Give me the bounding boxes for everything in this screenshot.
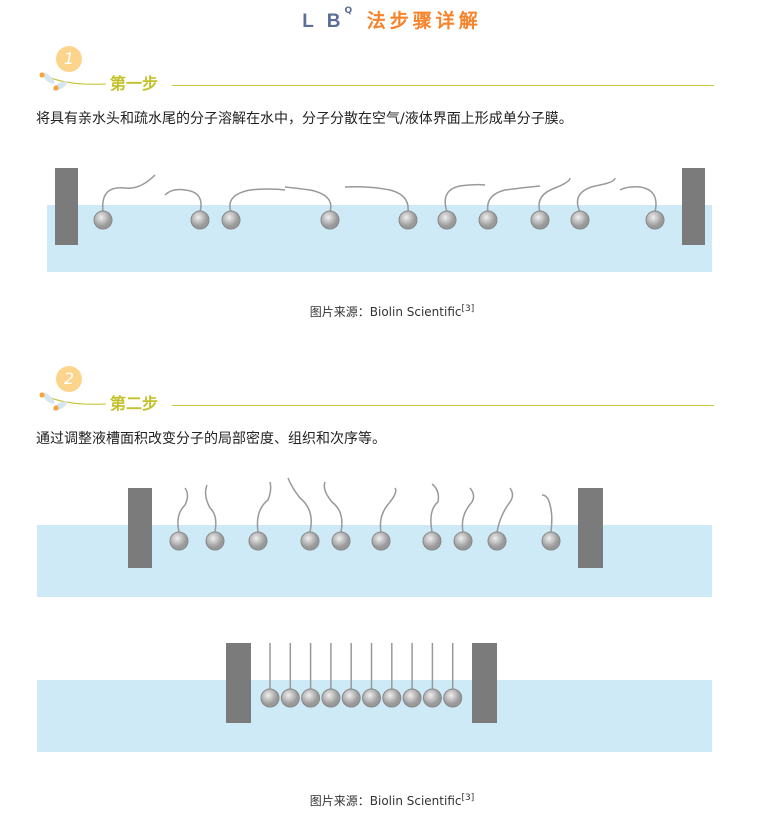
hydrophobic-tail	[538, 177, 571, 213]
hydrophobic-tail	[496, 487, 514, 533]
title-text: 法步骤详解	[366, 10, 482, 32]
hydrophilic-head	[248, 531, 268, 551]
hydrophobic-tail	[287, 477, 312, 533]
hydrophilic-head	[382, 688, 402, 708]
caption-text: 图片来源：Biolin Scientific	[309, 794, 462, 808]
hydrophobic-tail	[461, 487, 475, 533]
hydrophilic-head	[371, 531, 391, 551]
hydrophilic-head	[341, 688, 361, 708]
step-label: 第一步	[110, 74, 159, 93]
divider	[172, 405, 714, 406]
hydrophilic-head	[221, 210, 241, 230]
lb-logo: L B	[302, 11, 345, 32]
hydrophilic-head	[362, 688, 381, 708]
hydrophilic-head	[260, 688, 280, 708]
hydrophobic-tail	[284, 186, 332, 213]
hydrophilic-head	[93, 210, 113, 230]
reference[interactable]: [3]	[461, 304, 475, 314]
hydrophilic-head	[169, 531, 189, 551]
step-1-text: 将具有亲水头和疏水尾的分子溶解在水中，分子分散在空气/液体界面上形成单分子膜。	[36, 111, 573, 127]
q-mark: Q	[344, 6, 357, 16]
hydrophilic-head	[422, 688, 442, 708]
step-number-badge: 1	[56, 46, 82, 72]
hydrophilic-head	[301, 688, 321, 708]
step-2-text: 通过调整液槽面积改变分子的局部密度、组织和次序等。	[36, 431, 386, 447]
right-barrier	[682, 168, 705, 245]
hydrophilic-head	[422, 531, 442, 551]
hydrophilic-head	[398, 210, 418, 230]
hydrophilic-head	[541, 531, 561, 551]
hydrophobic-tail	[323, 481, 343, 533]
hydrophilic-head	[570, 210, 590, 230]
hydrophilic-head	[331, 531, 351, 551]
hydrophobic-tail	[344, 186, 409, 213]
page-title: L BQ 法步骤详解	[0, 6, 784, 33]
step-1-header: 1 第一步	[34, 46, 714, 96]
step-2-header: 2 第二步	[34, 366, 714, 416]
hydrophobic-tail	[541, 494, 553, 533]
hydrophilic-head	[402, 688, 422, 708]
diagram-compression	[37, 477, 712, 752]
hydrophilic-head	[190, 210, 210, 230]
hydrophobic-tail	[204, 484, 217, 533]
step-number-badge: 2	[56, 366, 82, 392]
right-barrier	[578, 488, 603, 568]
hydrophobic-tail	[379, 487, 397, 533]
reference[interactable]: [3]	[461, 793, 475, 803]
hydrophilic-head	[205, 531, 225, 551]
flower-icon	[39, 72, 107, 91]
left-barrier	[226, 643, 251, 723]
hydrophilic-head	[478, 210, 498, 230]
caption-text: 图片来源：Biolin Scientific	[309, 305, 462, 319]
diagram-monolayer-dispersed	[47, 168, 712, 272]
left-barrier	[128, 488, 152, 568]
image-caption: 图片来源：Biolin Scientific[3]	[0, 303, 784, 320]
left-barrier	[55, 168, 78, 245]
hydrophilic-head	[443, 688, 463, 708]
hydrophobic-tail	[256, 481, 272, 533]
hydrophilic-head	[530, 210, 550, 230]
water-subphase	[47, 205, 712, 272]
step-label: 第二步	[110, 394, 159, 413]
image-caption: 图片来源：Biolin Scientific[3]	[0, 792, 784, 809]
hydrophobic-tail	[101, 174, 156, 213]
hydrophobic-tail	[229, 188, 286, 213]
flower-icon	[39, 392, 107, 411]
hydrophobic-tail	[430, 483, 440, 533]
hydrophobic-tail	[444, 183, 486, 213]
hydrophobic-tail	[619, 186, 657, 213]
hydrophilic-head	[280, 688, 300, 708]
hydrophobic-tail	[164, 188, 202, 213]
hydrophilic-head	[487, 531, 507, 551]
hydrophilic-head	[437, 210, 457, 230]
divider	[172, 85, 714, 86]
hydrophobic-tail	[486, 185, 541, 213]
hydrophilic-head	[320, 210, 340, 230]
hydrophilic-head	[300, 531, 320, 551]
right-barrier	[472, 643, 497, 723]
hydrophobic-tail	[177, 487, 189, 533]
hydrophilic-head	[453, 531, 473, 551]
hydrophobic-tail	[576, 177, 616, 213]
hydrophilic-head	[321, 688, 341, 708]
hydrophilic-head	[645, 210, 665, 230]
